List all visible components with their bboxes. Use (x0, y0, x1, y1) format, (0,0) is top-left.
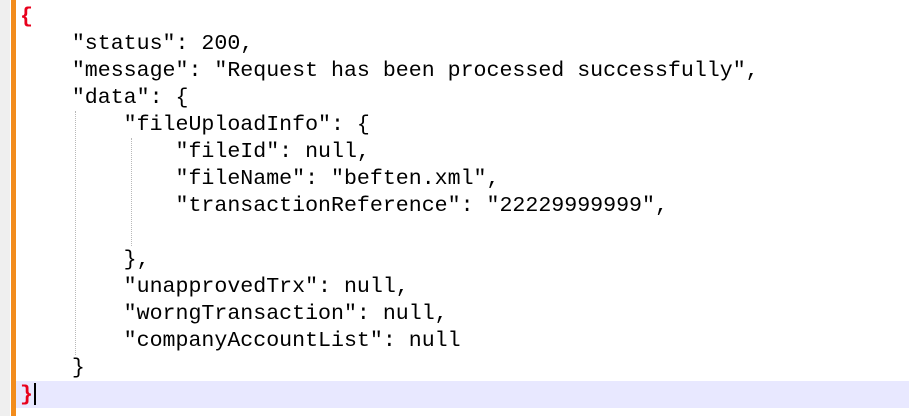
code-line-14[interactable]: } (20, 356, 85, 380)
code-line-3[interactable]: "message": "Request has been processed s… (20, 59, 759, 83)
code-line-8[interactable]: "transactionReference": "22229999999", (20, 194, 668, 218)
indent-guide-file-upload-info (131, 138, 132, 246)
code-line-13[interactable]: "companyAccountList": null (20, 329, 461, 353)
current-line-highlight (16, 381, 909, 408)
code-line-7[interactable]: "fileName": "beften.xml", (20, 167, 500, 191)
code-line-1[interactable]: { (20, 5, 33, 29)
closing-brace: } (20, 383, 33, 407)
code-line-4[interactable]: "data": { (20, 86, 189, 110)
code-line-15[interactable]: } (20, 382, 36, 409)
code-line-11[interactable]: "unapprovedTrx": null, (20, 275, 409, 299)
code-line-5[interactable]: "fileUploadInfo": { (20, 113, 370, 137)
change-history-bar (11, 0, 16, 416)
code-line-12[interactable]: "worngTransaction": null, (20, 302, 448, 326)
code-line-2[interactable]: "status": 200, (20, 32, 254, 56)
indent-guide-data (75, 111, 76, 355)
gutter (0, 0, 10, 416)
code-line-10[interactable]: }, (20, 248, 150, 272)
text-cursor (33, 383, 36, 406)
code-line-6[interactable]: "fileId": null, (20, 140, 370, 164)
